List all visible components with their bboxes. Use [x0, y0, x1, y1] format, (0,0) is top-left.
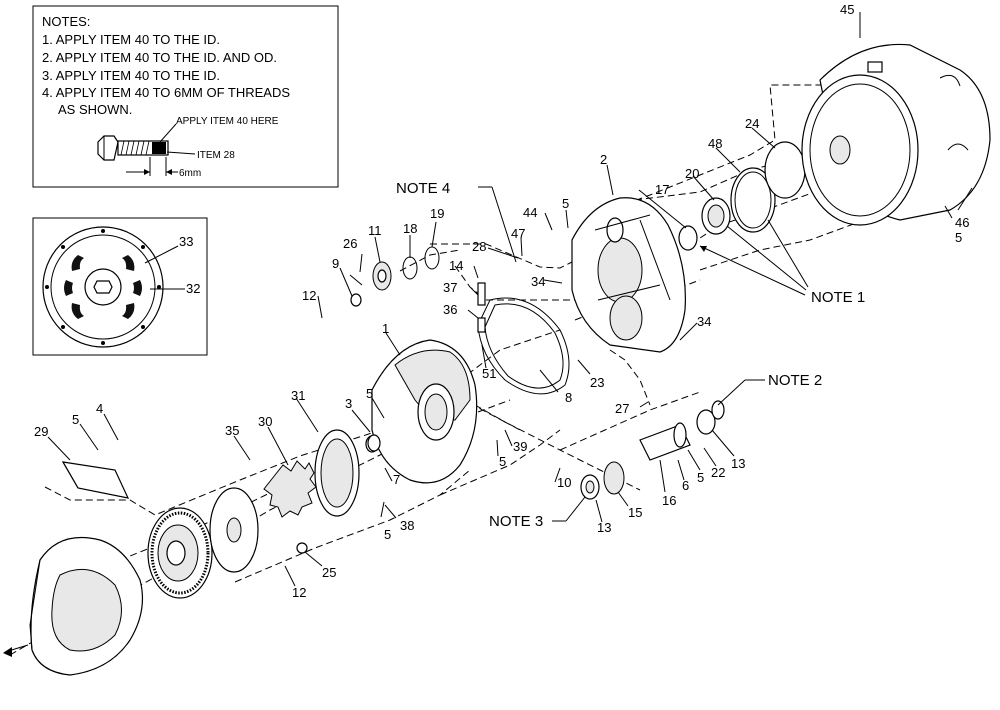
- note-line-5: AS SHOWN.: [58, 102, 132, 117]
- item-5: 5: [955, 230, 962, 245]
- item-34: 34: [697, 314, 711, 329]
- item-28: 28: [472, 239, 486, 254]
- item-36: 36: [443, 302, 457, 317]
- item-12: 12: [302, 288, 316, 303]
- item-8: 8: [565, 390, 572, 405]
- adapter-housing-1: [365, 339, 478, 484]
- upper-seals: [678, 141, 806, 251]
- item-numbers: 45 46 5 24 48 20 17 2 5 44 47 28 34 34 1…: [34, 2, 969, 600]
- item-38: 38: [400, 518, 414, 533]
- item-30: 30: [258, 414, 272, 429]
- item-45: 45: [840, 2, 854, 17]
- note-line-4: 4. APPLY ITEM 40 TO 6MM OF THREADS: [42, 85, 290, 100]
- item-5: 5: [366, 386, 373, 401]
- item-28-label: ITEM 28: [197, 150, 235, 161]
- apply-here-label: APPLY ITEM 40 HERE: [176, 116, 279, 127]
- item-51: 51: [482, 366, 496, 381]
- notes-title: NOTES:: [42, 14, 90, 29]
- bolt-detail-drawing: [97, 123, 196, 176]
- item-37: 37: [443, 280, 457, 295]
- item-5: 5: [697, 470, 704, 485]
- item-39: 39: [513, 439, 527, 454]
- item-24: 24: [745, 116, 759, 131]
- item-44: 44: [523, 205, 537, 220]
- item-22: 22: [711, 465, 725, 480]
- item-23: 23: [590, 375, 604, 390]
- note-line-2: 2. APPLY ITEM 40 TO THE ID. AND OD.: [42, 50, 277, 65]
- item-2: 2: [600, 152, 607, 167]
- note-line-3: 3. APPLY ITEM 40 TO THE ID.: [42, 68, 220, 83]
- leader-lines: [47, 12, 973, 587]
- item-13: 13: [597, 520, 611, 535]
- item-10: 10: [557, 475, 571, 490]
- flywheel: [147, 507, 213, 599]
- item-4: 4: [96, 401, 103, 416]
- item-20: 20: [685, 166, 699, 181]
- item-6: 6: [682, 478, 689, 493]
- coupling-elements: [263, 429, 360, 554]
- item-19: 19: [430, 206, 444, 221]
- item-5: 5: [562, 196, 569, 211]
- item-27: 27: [615, 401, 629, 416]
- notes-box: NOTES: 1. APPLY ITEM 40 TO THE ID. 2. AP…: [32, 5, 339, 188]
- item-7: 7: [393, 472, 400, 487]
- inset-label-32: 32: [186, 281, 200, 296]
- small-parts: [349, 246, 486, 452]
- gearcase-2: [571, 197, 686, 353]
- callout-note-2: NOTE 2: [768, 372, 822, 389]
- callout-note-3: NOTE 3: [489, 513, 543, 530]
- thread-length-label: 6mm: [179, 168, 201, 179]
- note-line-1: 1. APPLY ITEM 40 TO THE ID.: [42, 32, 220, 47]
- item-15: 15: [628, 505, 642, 520]
- item-13: 13: [731, 456, 745, 471]
- output-shaft-group: [580, 400, 725, 500]
- item-25: 25: [322, 565, 336, 580]
- gasket-8: [477, 297, 570, 395]
- item-26: 26: [343, 236, 357, 251]
- item-12: 12: [292, 585, 306, 600]
- callout-labels: NOTE 1 NOTE 2 NOTE 3 NOTE 4: [396, 180, 865, 530]
- guard-29: [61, 461, 130, 499]
- drive-plate: [209, 487, 259, 573]
- item-48: 48: [708, 136, 722, 151]
- item-5: 5: [72, 412, 79, 427]
- item-17: 17: [655, 182, 669, 197]
- item-46: 46: [955, 215, 969, 230]
- item-14: 14: [449, 258, 463, 273]
- item-3: 3: [345, 396, 352, 411]
- item-34: 34: [531, 274, 545, 289]
- motor-housing: [801, 43, 991, 226]
- item-35: 35: [225, 423, 239, 438]
- item-9: 9: [332, 256, 339, 271]
- item-16: 16: [662, 493, 676, 508]
- item-11: 11: [368, 223, 382, 238]
- bell-housing: [3, 536, 144, 676]
- callout-note-1: NOTE 1: [811, 289, 865, 306]
- item-29: 29: [34, 424, 48, 439]
- coupling-inset: 33 32: [32, 217, 208, 356]
- inset-label-33: 33: [179, 234, 193, 249]
- item-18: 18: [403, 221, 417, 236]
- callout-note-4: NOTE 4: [396, 180, 450, 197]
- item-5: 5: [384, 527, 391, 542]
- item-5: 5: [499, 454, 506, 469]
- item-1: 1: [382, 321, 389, 336]
- item-47: 47: [511, 226, 525, 241]
- item-31: 31: [291, 388, 305, 403]
